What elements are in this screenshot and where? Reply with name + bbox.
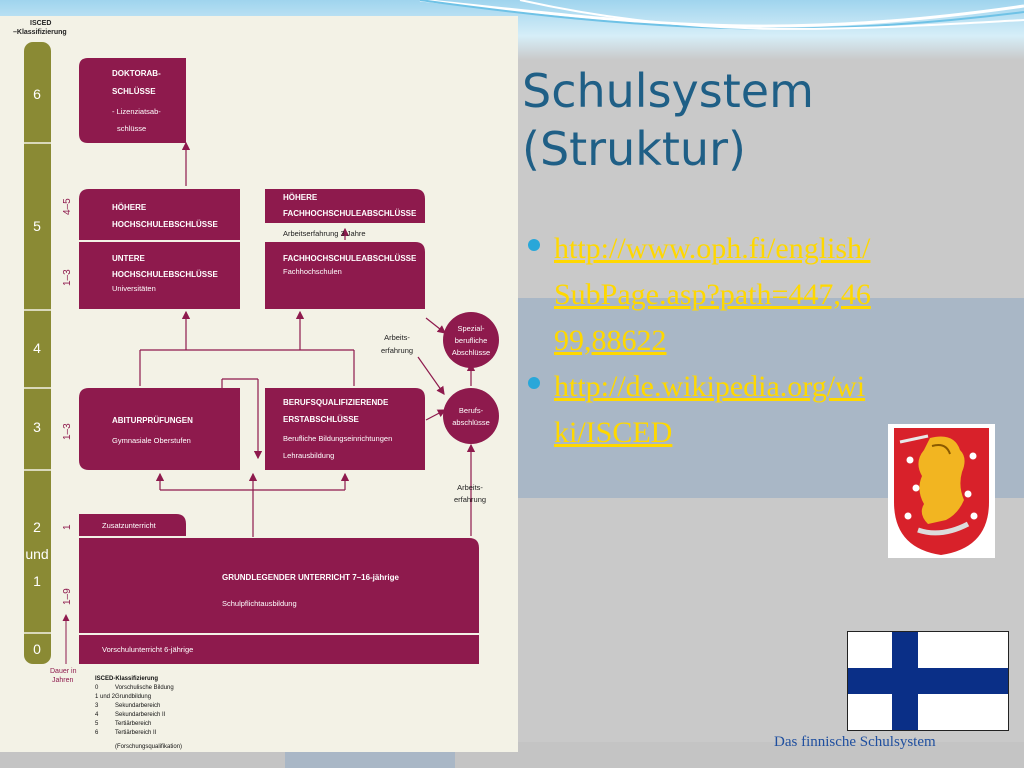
level-6: 6 (33, 86, 41, 102)
arbeitserfahrung-1-line-1: Arbeits- (384, 333, 410, 342)
level-bar: 6 5 4 3 2 und 1 0 (24, 42, 51, 664)
finland-coat-of-arms (888, 424, 995, 558)
legend-code-6: 6 (95, 730, 99, 736)
level-und: und (25, 546, 48, 562)
isced-diagram: ISCED –Klassifizierung 6 5 4 3 2 und 1 0… (13, 20, 499, 750)
link-wikipedia-isced[interactable]: http://de.wikipedia.org/wiki/ISCED (554, 370, 866, 449)
hoehere-fh-line-2: FACHHOCHSCHULEABSCHLÜSSE (283, 209, 417, 218)
doktor-line-4: schlüsse (117, 124, 146, 133)
years-label-4-5: 4–5 (62, 198, 73, 215)
grund-line-2: Schulpflichtausbildung (222, 599, 297, 608)
legend-code-0: 0 (95, 685, 99, 691)
spezial-line-1: Spezial- (457, 324, 485, 333)
arbeitserfahrung-2-line-2: erfahrung (454, 495, 486, 504)
slide-title: Schulsystem (Struktur) (522, 62, 882, 178)
beruf-line-4: Lehrausbildung (283, 451, 334, 460)
isced-header-1: ISCED (30, 20, 51, 27)
abitur-line-2: Gymnasiale Oberstufen (112, 436, 191, 445)
box-berufsqualifizierend: BERUFSQUALIFIZIERENDE ERSTABSCHLÜSSE Ber… (265, 388, 425, 470)
box-doktor: DOKTORAB- SCHLÜSSE - Lizenziatsab- schlü… (79, 58, 186, 143)
dauer-label-1: Dauer in (50, 668, 77, 675)
box-hoehere-hochschule: HÖHERE HOCHSCHULEBSCHLÜSSE (79, 189, 240, 240)
box-untere-hochschule: UNTERE HOCHSCHULEBSCHLÜSSE Universitäten (79, 242, 240, 309)
legend-desc-3: Sekundarbereich (115, 703, 160, 709)
isced-legend: ISCED-Klassifizierung 0 Vorschulische Bi… (95, 676, 182, 750)
zusatz-label: Zusatzunterricht (102, 521, 157, 530)
years-label-1-3-b: 1–3 (62, 423, 73, 440)
legend-desc-5: Tertiärbereich (115, 721, 151, 727)
slide-footer: Das finnische Schulsystem (774, 734, 936, 750)
box-hoehere-fachhochschule: HÖHERE FACHHOCHSCHULEABSCHLÜSSE (265, 189, 425, 223)
berufsab-line-2: abschlüsse (452, 418, 490, 427)
title-line-2: (Struktur) (522, 122, 746, 176)
legend-desc-4: Sekundarbereich II (115, 712, 166, 718)
title-line-1: Schulsystem (522, 64, 814, 118)
circle-spezialberufliche-abschluesse: Spezial- berufliche Abschlüsse (443, 312, 499, 368)
wave-decoration (419, 0, 1024, 30)
spezial-line-3: Abschlüsse (452, 348, 490, 357)
arbeitserfahrung-1-line-2: erfahrung (381, 346, 413, 355)
legend-desc-6: Tertiärbereich II (115, 730, 157, 736)
level-4: 4 (33, 340, 41, 356)
legend-desc-0: Vorschulische Bildung (115, 685, 174, 691)
arbeitserfahrung-2-line-1: Arbeits- (457, 483, 483, 492)
years-label-1: 1 (62, 524, 73, 530)
legend-desc-6b: (Forschungsqualifikation) (115, 744, 182, 750)
box-abitur: ABITURPRÜFUNGEN Gymnasiale Oberstufen (79, 388, 240, 470)
legend-code-3: 3 (95, 703, 99, 709)
beruf-line-3: Berufliche Bildungseinrichtungen (283, 434, 392, 443)
arbeitserfahrung-3-jahre: Arbeitserfahrung 3 Jahre (283, 229, 366, 238)
level-3: 3 (33, 419, 41, 435)
link-list-item: http://www.oph.fi/english/SubPage.asp?pa… (526, 226, 871, 364)
beruf-line-1: BERUFSQUALIFIZIERENDE (283, 398, 389, 407)
doktor-line-2: SCHLÜSSE (112, 87, 156, 96)
dauer-label-2: Jahren (52, 677, 74, 684)
legend-code-1-2: 1 und 2 (95, 694, 116, 700)
years-label-1-9: 1–9 (62, 588, 73, 605)
untere-hs-line-2: HOCHSCHULEBSCHLÜSSE (112, 270, 218, 279)
isced-header-2: –Klassifizierung (13, 29, 67, 36)
box-fachhochschule: FACHHOCHSCHULEABSCHLÜSSE Fachhochschulen (265, 242, 425, 309)
link-list: http://www.oph.fi/english/SubPage.asp?pa… (526, 226, 871, 456)
berufsab-line-1: Berufs- (459, 406, 484, 415)
years-label-1-3-a: 1–3 (62, 269, 73, 286)
level-1: 1 (33, 573, 41, 589)
level-2: 2 (33, 519, 41, 535)
isced-diagram-panel: ISCED –Klassifizierung 6 5 4 3 2 und 1 0… (0, 16, 518, 752)
grund-line-1: GRUNDLEGENDER UNTERRICHT 7–16-jährige (222, 573, 399, 582)
hoehere-hs-line-1: HÖHERE (112, 203, 147, 212)
fh-line-2: Fachhochschulen (283, 267, 342, 276)
spezial-line-2: berufliche (455, 336, 488, 345)
legend-title: ISCED-Klassifizierung (95, 676, 158, 682)
link-list-item: http://de.wikipedia.org/wiki/ISCED (526, 364, 871, 456)
doktor-line-3: - Lizenziatsab- (112, 107, 161, 116)
link-oph[interactable]: http://www.oph.fi/english/SubPage.asp?pa… (554, 232, 871, 357)
untere-hs-line-1: UNTERE (112, 254, 146, 263)
legend-desc-1-2: Grundbildung (115, 694, 151, 700)
finland-flag (847, 631, 1009, 731)
legend-code-5: 5 (95, 721, 99, 727)
vorschul-label: Vorschulunterricht 6-jährige (102, 645, 193, 654)
level-5: 5 (33, 218, 41, 234)
hoehere-fh-line-1: HÖHERE (283, 193, 318, 202)
level-0: 0 (33, 641, 41, 657)
box-zusatzunterricht: Zusatzunterricht (79, 514, 186, 536)
box-grundlegender-unterricht: GRUNDLEGENDER UNTERRICHT 7–16-jährige Sc… (79, 538, 479, 664)
hoehere-hs-line-2: HOCHSCHULEBSCHLÜSSE (112, 220, 218, 229)
beruf-line-2: ERSTABSCHLÜSSE (283, 415, 360, 424)
untere-hs-line-3: Universitäten (112, 284, 156, 293)
abitur-line-1: ABITURPRÜFUNGEN (112, 416, 193, 425)
legend-code-4: 4 (95, 712, 99, 718)
doktor-line-1: DOKTORAB- (112, 69, 161, 78)
fh-line-1: FACHHOCHSCHULEABSCHLÜSSE (283, 254, 417, 263)
circle-berufsabschluesse: Berufs- abschlüsse (443, 388, 499, 444)
